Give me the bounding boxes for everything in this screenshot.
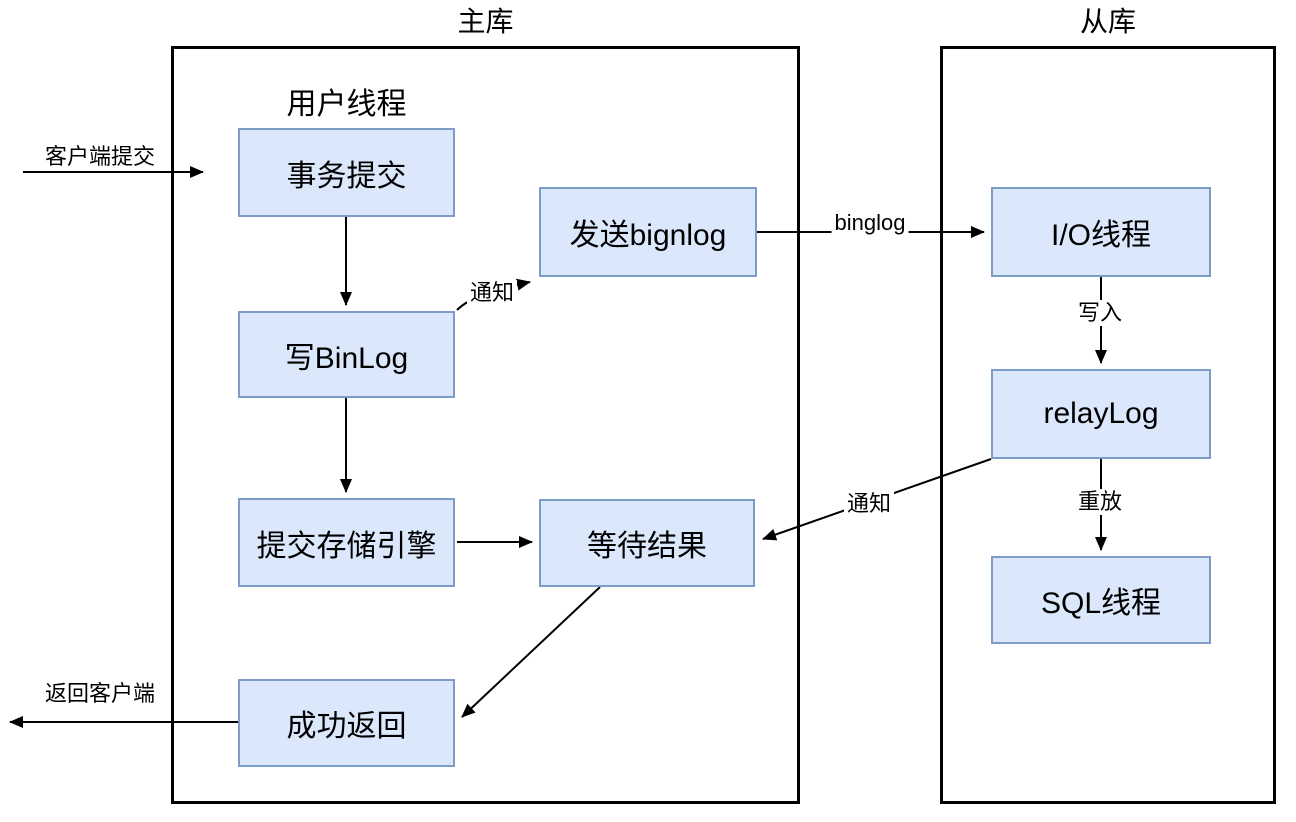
node-io-thread: I/O线程 [991, 187, 1211, 277]
replica-db-container [940, 46, 1276, 804]
arrow-wait-to-success [461, 586, 601, 718]
primary-db-container [171, 46, 800, 804]
node-commit-storage-engine: 提交存储引擎 [238, 498, 455, 587]
user-thread-label: 用户线程 [286, 88, 407, 121]
node-write-binlog: 写BinLog [238, 311, 455, 398]
replica-db-title: 从库 [1079, 6, 1136, 37]
edge-label-notify-send-binlog: 通知 [466, 280, 518, 306]
edge-label-notify-wait-result: 通知 [843, 491, 895, 517]
node-transaction-commit: 事务提交 [238, 128, 455, 217]
primary-db-title: 主库 [457, 6, 514, 37]
edge-label-replay: 重放 [1074, 489, 1126, 515]
edge-label-return-client: 返回客户端 [41, 681, 159, 707]
node-send-binlog: 发送bignlog [539, 187, 757, 277]
edge-label-client-commit: 客户端提交 [41, 144, 159, 170]
node-sql-thread: SQL线程 [991, 556, 1211, 644]
edge-label-write-relaylog: 写入 [1074, 300, 1126, 326]
node-relay-log: relayLog [991, 369, 1211, 459]
node-success-return: 成功返回 [238, 679, 455, 767]
node-wait-result: 等待结果 [539, 499, 755, 587]
edge-label-binglog: binglog [831, 210, 909, 236]
